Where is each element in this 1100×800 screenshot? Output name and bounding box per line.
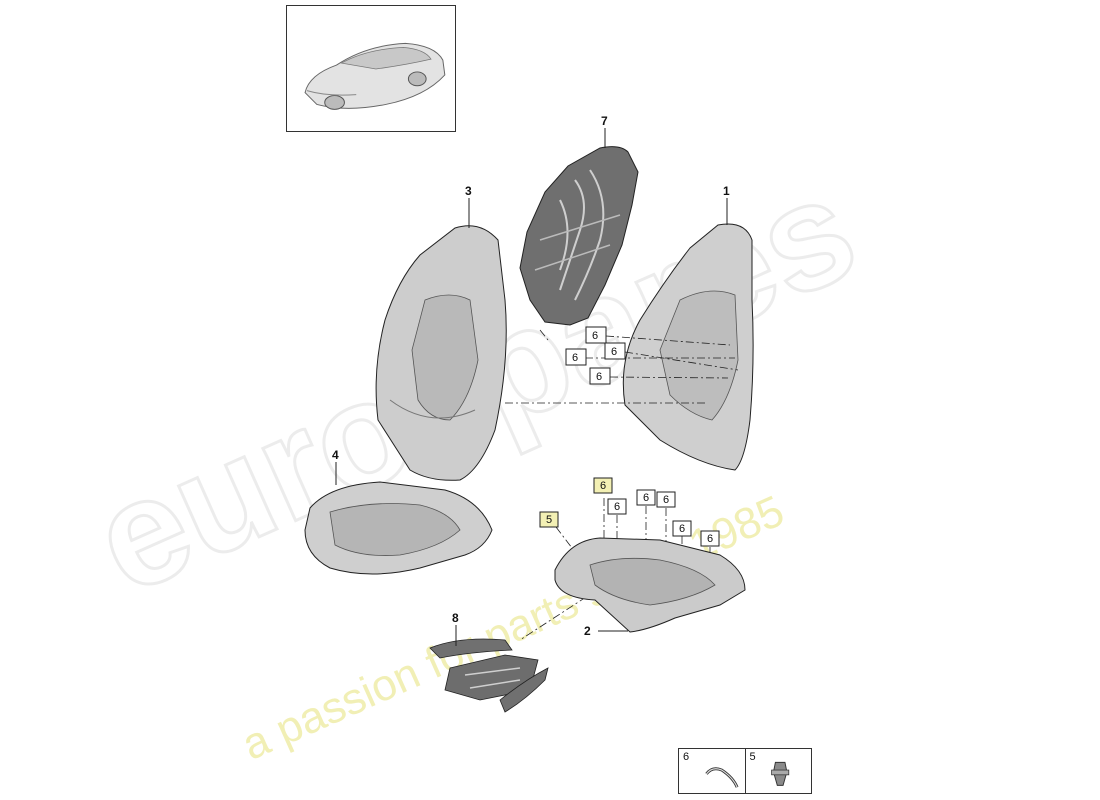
part-3-backrest-cover[interactable] [375, 225, 507, 481]
legend-cell-5: 5 [746, 749, 812, 793]
tag-6-highlight: 6 [600, 480, 606, 492]
callout-3: 3 [465, 184, 472, 198]
tag-6-d: 6 [596, 371, 602, 383]
tag-group-backrest: 6 6 6 6 [565, 326, 626, 385]
wire-clip-icon [705, 767, 739, 788]
callout-1: 1 [723, 184, 730, 198]
legend-number-5: 5 [749, 751, 756, 763]
tag-6-f: 6 [643, 492, 649, 504]
tag-group-seat: 5 6 6 6 6 6 6 [539, 477, 720, 547]
tag-6-i: 6 [707, 533, 713, 545]
callout-7: 7 [601, 114, 608, 128]
legend-number-6: 6 [683, 751, 690, 763]
part-2-seat-cushion-padding[interactable] [554, 537, 746, 633]
part-7-backrest-heating-mat[interactable] [519, 146, 639, 326]
tag-6-b: 6 [572, 352, 578, 364]
callout-2: 2 [584, 624, 591, 638]
tag-6-g: 6 [663, 494, 669, 506]
vehicle-thumbnail [286, 5, 456, 132]
tag-6-c: 6 [611, 346, 617, 358]
tag-5: 5 [546, 514, 552, 526]
callout-8: 8 [452, 611, 459, 625]
part-4-seat-cushion-cover[interactable] [304, 481, 493, 575]
push-clip-icon [770, 761, 789, 786]
tag-6-h: 6 [679, 523, 685, 535]
car-icon [304, 42, 446, 110]
callout-4: 4 [332, 448, 339, 462]
legend-cell-6: 6 [679, 749, 746, 793]
part-1-backrest-padding[interactable] [622, 223, 754, 471]
part-8-seat-heating-mat[interactable] [429, 638, 549, 713]
tag-6-a: 6 [592, 330, 598, 342]
parts-legend: 6 5 [678, 748, 812, 794]
tag-6-e: 6 [614, 501, 620, 513]
